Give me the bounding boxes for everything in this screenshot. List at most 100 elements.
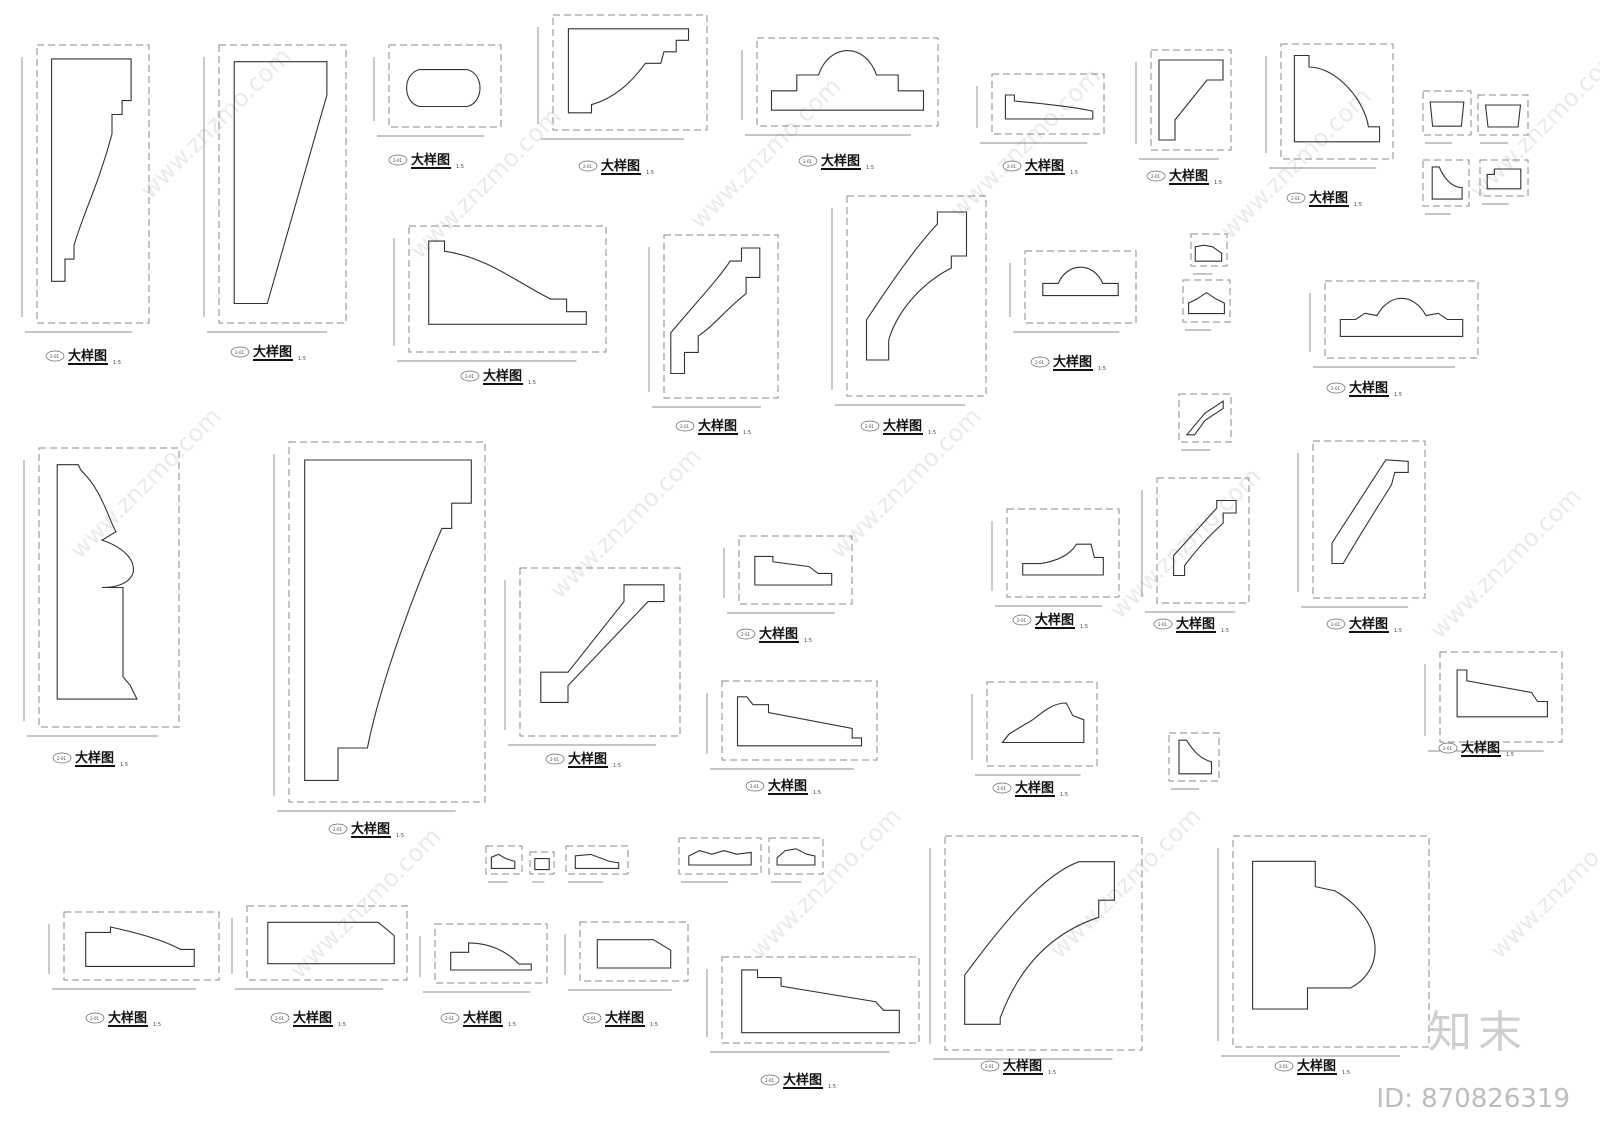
detail-scale: 1:5 <box>113 360 121 366</box>
detail-title: 大样图 <box>1349 616 1388 632</box>
dashed-frame <box>36 44 150 324</box>
reference-bubble <box>270 1012 290 1024</box>
detail-scale: 1:5 <box>743 430 751 436</box>
detail-scale: 1:5 <box>456 164 464 170</box>
profile-outline <box>1339 298 1464 337</box>
small-detail-drawing <box>1182 279 1231 331</box>
reference-number: 2-01 <box>750 784 760 789</box>
small-detail-drawing <box>1422 159 1470 215</box>
dashed-frame <box>1312 440 1426 599</box>
detail-title: 大样图 <box>108 1010 147 1026</box>
small-detail-drawing <box>1479 159 1529 205</box>
reference-bubble <box>1274 1060 1294 1072</box>
dashed-frame <box>721 680 878 761</box>
detail-scale: 1:5 <box>528 380 536 386</box>
reference-bubble <box>1146 170 1166 182</box>
profile-outline <box>1185 400 1224 436</box>
detail-scale: 1:5 <box>1060 792 1068 798</box>
dashed-frame <box>944 835 1143 1051</box>
detail-title: 大样图 <box>1169 168 1208 184</box>
reference-number: 2-01 <box>583 164 593 169</box>
reference-bubble <box>1326 618 1346 630</box>
reference-number: 2-01 <box>1151 174 1161 179</box>
profile-outline <box>450 942 532 971</box>
profile-outline <box>534 858 550 871</box>
profile-outline <box>1456 669 1548 718</box>
detail-scale: 1:5 <box>298 356 306 362</box>
detail-title: 大样图 <box>411 152 450 168</box>
small-detail-drawing <box>678 837 762 883</box>
profile-outline <box>233 61 328 305</box>
reference-bubble <box>545 753 565 765</box>
dashed-frame <box>1150 49 1232 151</box>
detail-title: 大样图 <box>759 626 798 642</box>
reference-bubble <box>45 350 65 362</box>
dashed-frame <box>288 441 486 803</box>
detail-title: 大样图 <box>75 750 114 766</box>
watermark-text: www.znzmo.com <box>1214 82 1376 244</box>
reference-bubble <box>1286 192 1306 204</box>
watermark-text: www.znzmo.com <box>1044 802 1206 964</box>
detail-scale: 1:5 <box>1098 366 1106 372</box>
detail-title: 大样图 <box>768 778 807 794</box>
detail-title: 大样图 <box>601 158 640 174</box>
reference-bubble <box>1438 742 1458 754</box>
reference-bubble <box>980 1060 1000 1072</box>
reference-number: 2-01 <box>1007 164 1017 169</box>
reference-bubble <box>675 420 695 432</box>
detail-title: 大样图 <box>293 1010 332 1026</box>
detail-scale: 1:5 <box>1214 180 1222 186</box>
profile-outline <box>1188 291 1225 315</box>
dashed-frame <box>1479 159 1529 197</box>
profile-outline <box>1484 104 1522 128</box>
reference-bubble <box>1153 618 1173 630</box>
reference-bubble <box>992 782 1012 794</box>
watermark-text: www.znzmo.com <box>1484 802 1600 964</box>
profile-outline <box>574 853 620 869</box>
dashed-frame <box>408 225 607 353</box>
detail-title: 大样图 <box>1349 380 1388 396</box>
profile-outline <box>776 848 816 866</box>
detail-title: 大样图 <box>783 1072 822 1088</box>
dashed-frame <box>1477 94 1529 136</box>
reference-number: 2-01 <box>1035 360 1045 365</box>
detail-scale: 1:5 <box>153 1022 161 1028</box>
dashed-frame <box>1168 732 1220 782</box>
detail-scale: 1:5 <box>120 762 128 768</box>
dashed-frame <box>565 845 629 875</box>
small-detail-drawing <box>1477 94 1529 144</box>
detail-title: 大样图 <box>1053 354 1092 370</box>
reference-number: 2-01 <box>985 1064 995 1069</box>
reference-number: 2-01 <box>803 159 813 164</box>
small-detail-drawing <box>485 845 523 883</box>
profile-outline <box>540 584 665 703</box>
profile-outline <box>741 969 900 1034</box>
profile-outline <box>865 211 968 361</box>
detail-title: 大样图 <box>568 751 607 767</box>
reference-number: 2-01 <box>997 786 1007 791</box>
profile-outline <box>1194 244 1223 262</box>
reference-bubble <box>736 628 756 640</box>
detail-title: 大样图 <box>351 821 390 837</box>
dashed-frame <box>846 195 987 397</box>
detail-title: 大样图 <box>483 368 522 384</box>
detail-scale: 1:5 <box>1070 170 1078 176</box>
small-detail-drawing <box>768 837 824 883</box>
dashed-frame <box>1156 477 1250 604</box>
profile-outline <box>304 459 472 781</box>
detail-scale: 1:5 <box>1394 628 1402 634</box>
reference-bubble <box>745 780 765 792</box>
profile-outline <box>51 58 132 282</box>
reference-bubble <box>1326 382 1346 394</box>
dashed-frame <box>1024 250 1137 324</box>
